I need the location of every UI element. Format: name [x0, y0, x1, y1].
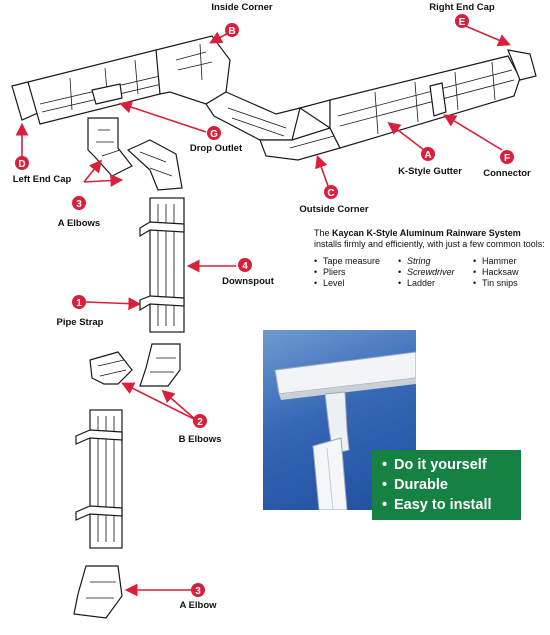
tool-item: •Hammer — [473, 256, 517, 266]
info-block: The Kaycan K-Style Aluminum Rainware Sys… — [314, 228, 546, 289]
pipe-strap-lower-2 — [75, 505, 123, 521]
benefit-item: •Easy to install — [382, 497, 492, 513]
svg-text:2: 2 — [197, 417, 203, 428]
svg-text:C: C — [327, 188, 334, 199]
tool-item: •String — [398, 256, 431, 266]
badge-2: 2 — [193, 414, 207, 428]
svg-text:A: A — [424, 150, 431, 161]
label-pipe-strap: Pipe Strap — [57, 317, 104, 328]
info-brand: Kaycan K-Style Aluminum Rainware System — [332, 228, 521, 238]
badge-a: A — [421, 147, 435, 161]
badge-b: B — [225, 23, 239, 37]
svg-text:F: F — [504, 153, 510, 164]
tool-item: •Tin snips — [473, 278, 518, 288]
b-elbow-2 — [139, 343, 181, 387]
badge-g: G — [207, 126, 221, 140]
svg-text:3: 3 — [195, 586, 201, 597]
right-gutter-section — [298, 99, 331, 130]
label-left-end-cap: Left End Cap — [13, 174, 72, 185]
a-elbow-bottom — [73, 565, 123, 619]
downspout-assembly — [73, 117, 185, 619]
label-a-elbows: A Elbows — [58, 218, 100, 229]
pipe-strap-lower-1 — [75, 429, 123, 445]
upper-downspout — [149, 197, 185, 333]
badge-d: D — [15, 156, 29, 170]
label-a-elbow: A Elbow — [179, 600, 217, 611]
svg-text:D: D — [18, 159, 25, 170]
gutter-photo-illustration — [274, 351, 416, 510]
benefit-item: •Durable — [382, 477, 448, 493]
info-intro: The Kaycan K-Style Aluminum Rainware Sys… — [314, 228, 545, 249]
badge-e: E — [455, 14, 469, 28]
callout-arrows — [15, 21, 511, 597]
connector-part — [429, 82, 447, 117]
right-end-cap-part — [507, 49, 537, 81]
label-b-elbows: B Elbows — [179, 434, 222, 445]
badge-3-bottom: 3 — [191, 583, 205, 597]
pipe-strap-upper — [139, 221, 185, 238]
long-gutter-section — [329, 55, 521, 149]
svg-text:E: E — [459, 17, 466, 28]
svg-text:4: 4 — [242, 261, 248, 272]
badge-f: F — [500, 150, 514, 164]
svg-text:1: 1 — [76, 298, 82, 309]
left-gutter-section — [27, 49, 166, 125]
label-outside-corner: Outside Corner — [299, 204, 368, 215]
benefits-box: •Do it yourself •Durable •Easy to instal… — [372, 450, 521, 520]
tool-item: •Ladder — [398, 278, 436, 288]
tool-item: •Tape measure — [314, 256, 381, 266]
label-drop-outlet: Drop Outlet — [190, 143, 243, 154]
a-elbow-top-2 — [126, 139, 183, 191]
label-connector: Connector — [483, 168, 531, 179]
tool-item: •Pliers — [314, 267, 346, 277]
svg-text:G: G — [210, 129, 218, 140]
drop-outlet-part — [91, 83, 123, 105]
svg-text:3: 3 — [76, 199, 82, 210]
tool-list: •Tape measure •String •Hammer •Pliers •S… — [314, 256, 546, 289]
badge-1: 1 — [72, 295, 86, 309]
b-elbow-1 — [89, 351, 133, 385]
badge-3-top: 3 — [72, 196, 86, 210]
badge-4: 4 — [238, 258, 252, 272]
tool-item: •Screwdriver — [398, 267, 455, 277]
a-elbow-top-1 — [87, 117, 133, 177]
tool-item: •Hacksaw — [473, 267, 519, 277]
label-right-end-cap: Right End Cap — [429, 2, 495, 13]
label-downspout: Downspout — [222, 276, 275, 287]
label-k-style-gutter: K-Style Gutter — [398, 166, 462, 177]
gutter-run — [11, 35, 537, 161]
middle-gutter-section — [205, 91, 301, 141]
inside-corner-part — [155, 35, 231, 105]
badge-c: C — [324, 185, 338, 199]
svg-text:B: B — [228, 26, 235, 37]
tool-item: •Level — [314, 278, 345, 288]
label-inside-corner: Inside Corner — [211, 2, 273, 13]
benefit-item: •Do it yourself — [382, 457, 487, 473]
